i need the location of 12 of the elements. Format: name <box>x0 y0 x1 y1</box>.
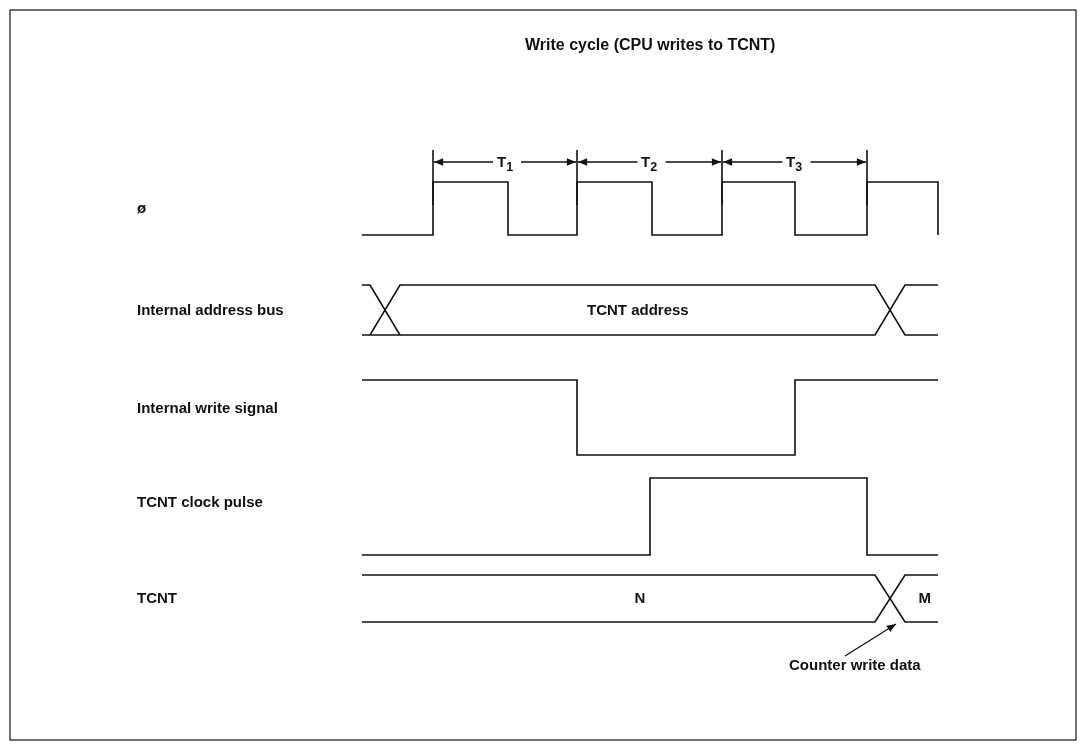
signal-name: TCNT clock pulse <box>137 493 263 511</box>
callout-text: Counter write data <box>789 656 921 674</box>
bus-value: TCNT address <box>587 301 689 319</box>
signal-name: Internal address bus <box>137 301 284 319</box>
signal-name: ø <box>137 199 147 217</box>
signal-name: Internal write signal <box>137 399 278 417</box>
bus-value: M <box>918 589 931 607</box>
bus-value: N <box>634 589 646 607</box>
diagram-title: Write cycle (CPU writes to TCNT) <box>525 36 776 54</box>
signal-name: TCNT <box>137 589 177 607</box>
leader-line <box>844 623 897 657</box>
bus-segment <box>889 574 939 623</box>
